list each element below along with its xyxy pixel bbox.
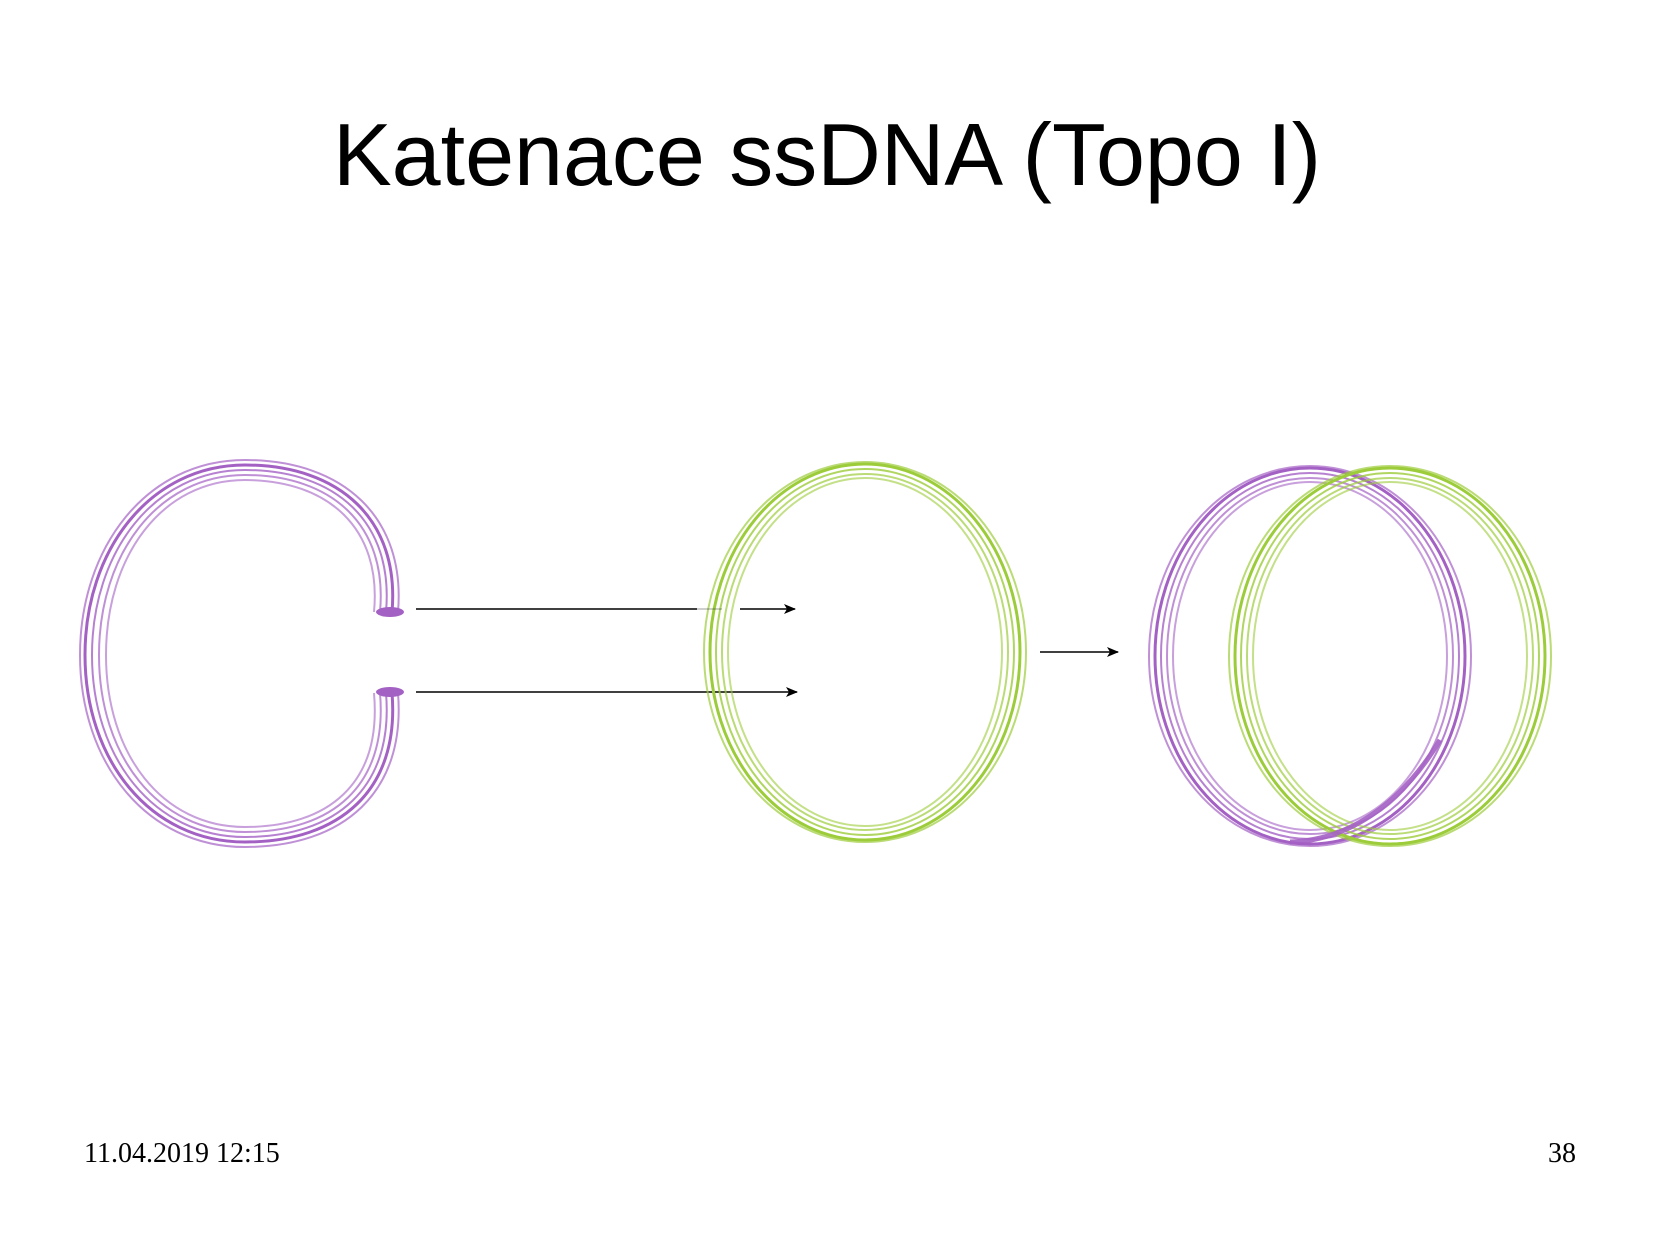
catenated-green-ring bbox=[1228, 465, 1552, 847]
nick-end-lower bbox=[376, 687, 404, 697]
catenated-purple-overpass bbox=[1289, 738, 1443, 845]
page-number: 38 bbox=[1548, 1138, 1576, 1169]
footer-date: 11.04.2019 12:15 bbox=[84, 1138, 280, 1169]
catenated-purple-ring bbox=[1148, 465, 1472, 847]
nicked-purple-ring bbox=[78, 458, 400, 849]
green-ring-middle bbox=[703, 461, 1027, 843]
nick-end-upper bbox=[376, 607, 404, 617]
slide-title: Katenace ssDNA (Topo I) bbox=[332, 105, 1322, 204]
